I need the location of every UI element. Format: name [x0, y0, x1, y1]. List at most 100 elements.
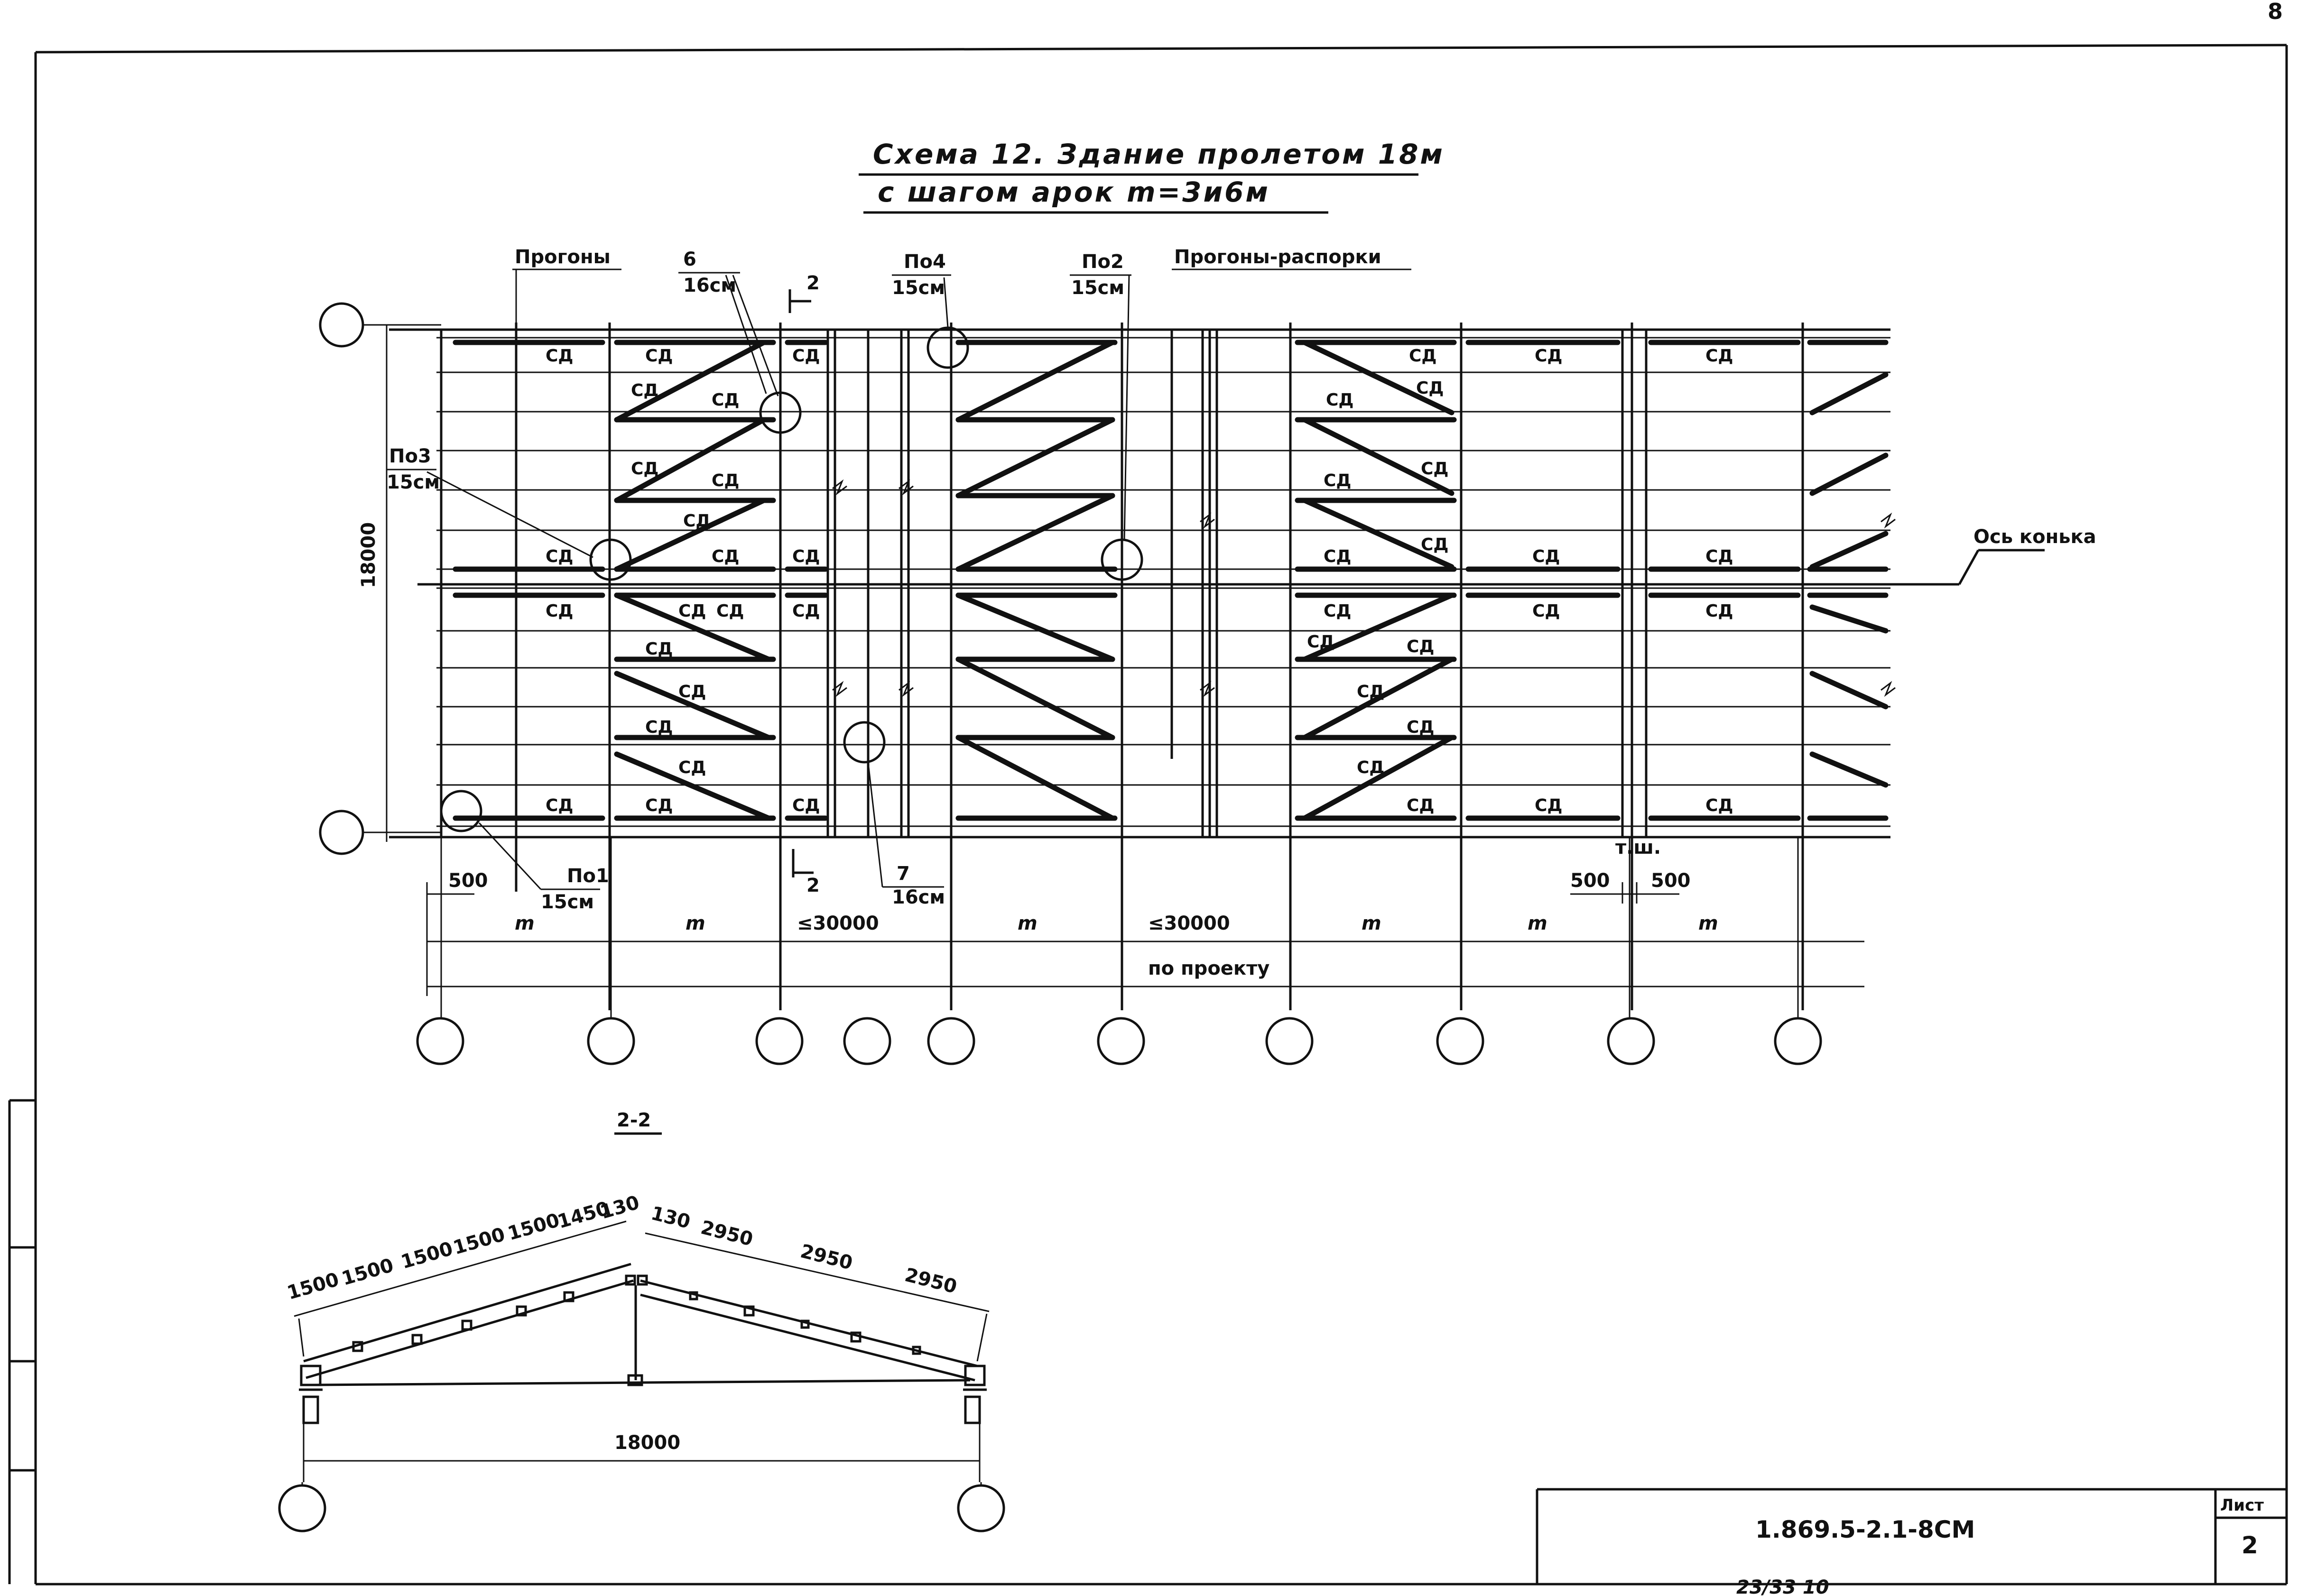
sd-label: СД [712, 471, 739, 490]
callout-no1-sheet: 15см [541, 891, 594, 913]
sd-label: СД [792, 796, 820, 815]
sd-label: СД [645, 639, 673, 659]
sd-label: СД [1705, 601, 1733, 621]
corner-number: 8 [2268, 0, 2283, 24]
stamp-sheet-label: Лист [2220, 1496, 2264, 1515]
sd-label: СД [631, 381, 658, 400]
stamp-bottom-note: 23/33 10 [1736, 1577, 1829, 1596]
section-dim-left: 1500 [451, 1224, 508, 1259]
section-dim-left: 1500 [505, 1209, 562, 1245]
sd-label: СД [678, 682, 706, 701]
sd-label: СД [792, 601, 820, 621]
sd-label: СД [1416, 378, 1444, 398]
sd-label: СД [546, 796, 573, 815]
sd-label: СД [546, 547, 573, 566]
sd-label: СД [792, 547, 820, 566]
dim-span: m [1528, 913, 1547, 934]
sd-labels: СД СД СД СД СД СД СД СД СД СД СД СД СД С… [546, 346, 1733, 815]
sd-label: СД [645, 346, 673, 366]
sd-label: СД [631, 459, 658, 479]
callout-6-sheet: 16см [683, 275, 736, 296]
sd-label: СД [792, 346, 820, 366]
title-line1: Схема 12. Здание пролетом 18м [873, 138, 1445, 170]
callout-no4-ref: По4 [904, 251, 946, 273]
callout-no1-ref: По1 [567, 865, 609, 887]
sd-label: СД [1357, 682, 1384, 701]
dim-span: m [1362, 913, 1381, 934]
dim-span: m [1698, 913, 1718, 934]
sd-label: СД [1357, 758, 1384, 777]
sd-label: СД [1705, 547, 1733, 566]
axis-circles-bottom [416, 837, 1822, 1065]
section-title: 2-2 [617, 1109, 651, 1131]
sd-label: СД [1705, 796, 1733, 815]
label-os-konka: Ось конька [1973, 526, 2096, 548]
callout-7-ref: 7 [897, 863, 910, 885]
dim-500-right: 500 [1651, 870, 1691, 892]
dim-span: ≤30000 [797, 913, 879, 934]
sd-label: СД [1407, 718, 1434, 737]
sd-label: СД [678, 601, 706, 621]
sd-label: СД [1324, 547, 1351, 566]
sd-label: СД [1535, 796, 1562, 815]
sd-label: СД [1705, 346, 1733, 366]
label-progony: Прогоны [515, 246, 611, 268]
title-block [1536, 1488, 2287, 1584]
callout-6-ref: 6 [683, 249, 696, 270]
section-mark-bottom: 2 [806, 875, 820, 896]
callout-no2-sheet: 15см [1071, 277, 1124, 299]
sd-label: СД [712, 390, 739, 410]
sd-label: СД [1532, 547, 1560, 566]
section-dim-right: 130 [649, 1202, 693, 1233]
dim-span: m [515, 913, 535, 934]
callout-7-sheet: 16см [892, 886, 945, 908]
sd-label: СД [1535, 346, 1562, 366]
sd-label: СД [1421, 459, 1448, 479]
dimensions [426, 882, 1864, 996]
stamp-sheet-number: 2 [2242, 1531, 2258, 1559]
label-t-sh: т.ш. [1615, 837, 1661, 858]
sd-label: СД [546, 601, 573, 621]
callout-no2-ref: По2 [1082, 251, 1124, 273]
sd-label: СД [1409, 346, 1436, 366]
section-dim-right: 2950 [699, 1217, 755, 1251]
section-dim-right: 2950 [903, 1264, 959, 1298]
sd-label: СД [1407, 796, 1434, 815]
section-dim-left: 1500 [285, 1269, 342, 1304]
sd-label: СД [1421, 535, 1448, 554]
label-progony-rasporki: Прогоны-распорки [1174, 246, 1381, 268]
sd-label: СД [1407, 637, 1434, 656]
height-dimension: 18000 [358, 522, 380, 588]
roof-plan [389, 323, 2045, 1010]
sd-label: СД [1324, 601, 1351, 621]
callout-no4-sheet: 15см [892, 277, 945, 299]
title-line2: с шагом арок m=3и6м [878, 176, 1270, 208]
sheet-frame [8, 44, 2288, 1586]
section-span-dim: 18000 [614, 1432, 680, 1454]
dim-500-left: 500 [448, 870, 488, 892]
sd-label: СД [716, 601, 744, 621]
sd-label: СД [546, 346, 573, 366]
stamp-code: 1.869.5-2.1-8СМ [1755, 1516, 1975, 1543]
sd-label: СД [1307, 632, 1334, 652]
section-dim-left: 1500 [339, 1255, 396, 1290]
sd-label: СД [712, 547, 739, 566]
sd-label: СД [678, 758, 706, 777]
section-view [294, 1220, 990, 1482]
sd-label: СД [1532, 601, 1560, 621]
dim-span: ≤30000 [1148, 913, 1230, 934]
section-dim-left: 130 [598, 1191, 642, 1223]
section-dim-left: 1500 [398, 1238, 455, 1273]
callout-no3-sheet: 15см [387, 471, 440, 493]
sd-label: СД [683, 511, 711, 531]
dim-500-mid: 500 [1570, 870, 1610, 892]
sd-label: СД [645, 796, 673, 815]
label-po-proektu: по проекту [1148, 958, 1269, 979]
section-dim-right: 2950 [798, 1240, 855, 1274]
sd-label: СД [1326, 390, 1353, 410]
dim-span: m [1018, 913, 1038, 934]
section-mark-top: 2 [806, 272, 820, 294]
dim-span: m [686, 913, 705, 934]
sd-label: СД [1324, 471, 1351, 490]
